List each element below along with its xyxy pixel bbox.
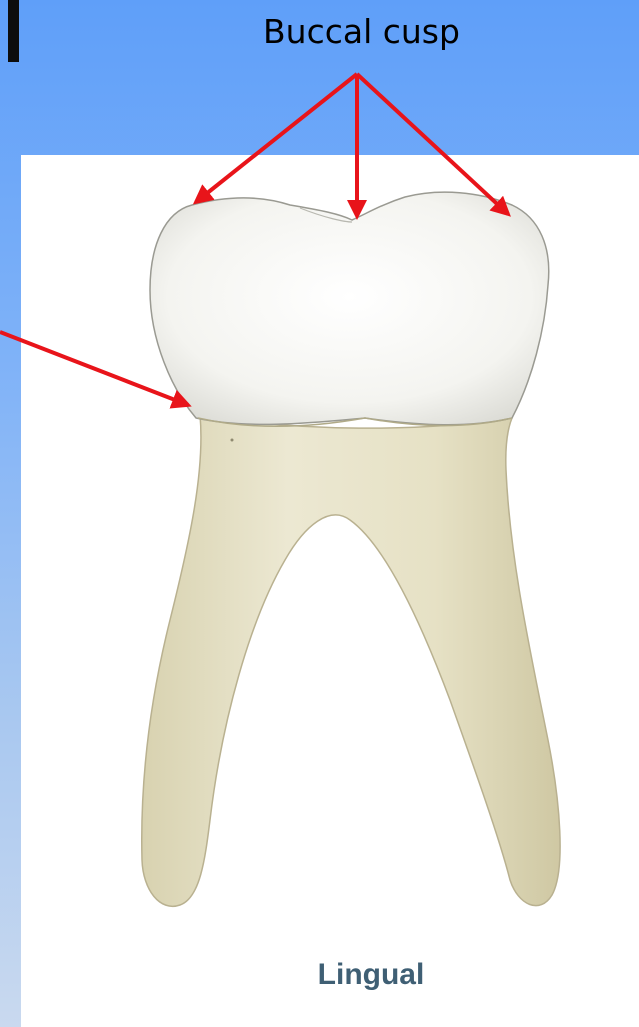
arrow-cusp-mesial xyxy=(196,74,357,202)
arrow-cusp-distal xyxy=(357,74,508,214)
arrow-cervical-line xyxy=(0,332,188,405)
